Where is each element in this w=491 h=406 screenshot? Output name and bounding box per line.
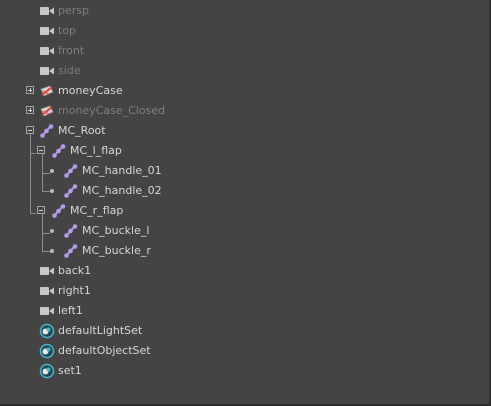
outliner-item-mc-r-flap[interactable]: MC_r_flap [0, 201, 489, 221]
expand-icon[interactable] [26, 106, 34, 114]
outliner-item-side[interactable]: side [0, 61, 489, 81]
tree-guide-line [42, 173, 50, 174]
outliner-item-right1[interactable]: right1 [0, 281, 489, 301]
mesh-transform-icon [39, 103, 55, 119]
tree-guide-line [30, 134, 31, 214]
collapse-icon[interactable] [26, 126, 34, 134]
set-icon [39, 323, 55, 339]
outliner-item-label: left1 [58, 304, 83, 317]
outliner-item-label: defaultLightSet [58, 324, 143, 337]
tree-guide-line [42, 233, 50, 234]
outliner-item-label: MC_buckle_r [82, 244, 151, 257]
joint-icon [39, 123, 55, 139]
outliner-item-set1[interactable]: set1 [0, 361, 489, 381]
leaf-bullet-icon [50, 189, 54, 193]
outliner-item-mc-handle-02[interactable]: MC_handle_02 [0, 181, 489, 201]
outliner-item-mc-handle-01[interactable]: MC_handle_01 [0, 161, 489, 181]
leaf-bullet-icon [50, 249, 54, 253]
outliner-item-mc-buckle-r[interactable]: MC_buckle_r [0, 241, 489, 261]
outliner-item-label: MC_handle_02 [82, 184, 162, 197]
outliner-item-label: side [58, 64, 81, 77]
outliner-item-label: top [58, 24, 77, 37]
outliner-item-label: set1 [58, 364, 82, 377]
outliner-item-mc-l-flap[interactable]: MC_l_flap [0, 141, 489, 161]
camera-icon [39, 283, 55, 299]
joint-icon [63, 163, 79, 179]
outliner-item-label: MC_Root [58, 124, 106, 137]
camera-icon [39, 3, 55, 19]
expand-icon[interactable] [26, 86, 34, 94]
outliner-item-persp[interactable]: persp [0, 1, 489, 21]
joint-icon [63, 223, 79, 239]
joint-icon [63, 183, 79, 199]
outliner-item-moneycase-closed[interactable]: moneyCase_Closed [0, 101, 489, 121]
outliner-item-label: MC_handle_01 [82, 164, 162, 177]
outliner-item-label: moneyCase_Closed [58, 104, 166, 117]
tree-guide-line [30, 213, 36, 214]
collapse-icon[interactable] [37, 146, 45, 154]
outliner-item-label: right1 [58, 284, 91, 297]
outliner-item-mc-buckle-l[interactable]: MC_buckle_l [0, 221, 489, 241]
outliner-item-defaultlightset[interactable]: defaultLightSet [0, 321, 489, 341]
outliner-item-left1[interactable]: left1 [0, 301, 489, 321]
tree-guide-line [42, 251, 50, 252]
outliner-item-label: moneyCase [58, 84, 123, 97]
outliner-item-front[interactable]: front [0, 41, 489, 61]
tree-guide-line [42, 154, 43, 191]
joint-icon [51, 143, 67, 159]
outliner-item-label: MC_r_flap [70, 204, 124, 217]
joint-icon [51, 203, 67, 219]
outliner-item-label: persp [58, 4, 89, 17]
leaf-bullet-icon [50, 169, 54, 173]
tree-guide-line [42, 214, 43, 251]
outliner-item-label: MC_l_flap [70, 144, 122, 157]
outliner-item-mc-root[interactable]: MC_Root [0, 121, 489, 141]
camera-icon [39, 23, 55, 39]
mesh-transform-icon [39, 83, 55, 99]
outliner-item-moneycase[interactable]: moneyCase [0, 81, 489, 101]
outliner-item-defaultobjectset[interactable]: defaultObjectSet [0, 341, 489, 361]
camera-icon [39, 63, 55, 79]
outliner-item-top[interactable]: top [0, 21, 489, 41]
camera-icon [39, 303, 55, 319]
joint-icon [63, 243, 79, 259]
collapse-icon[interactable] [37, 206, 45, 214]
outliner-item-label: defaultObjectSet [58, 344, 151, 357]
tree-guide-line [42, 191, 50, 192]
camera-icon [39, 263, 55, 279]
outliner-item-label: back1 [58, 264, 92, 277]
outliner-item-label: front [58, 44, 85, 57]
leaf-bullet-icon [50, 229, 54, 233]
tree-guide-line [30, 153, 36, 154]
outliner-item-label: MC_buckle_l [82, 224, 150, 237]
camera-icon [39, 43, 55, 59]
set-icon [39, 343, 55, 359]
set-icon [39, 363, 55, 379]
outliner-item-back1[interactable]: back1 [0, 261, 489, 281]
